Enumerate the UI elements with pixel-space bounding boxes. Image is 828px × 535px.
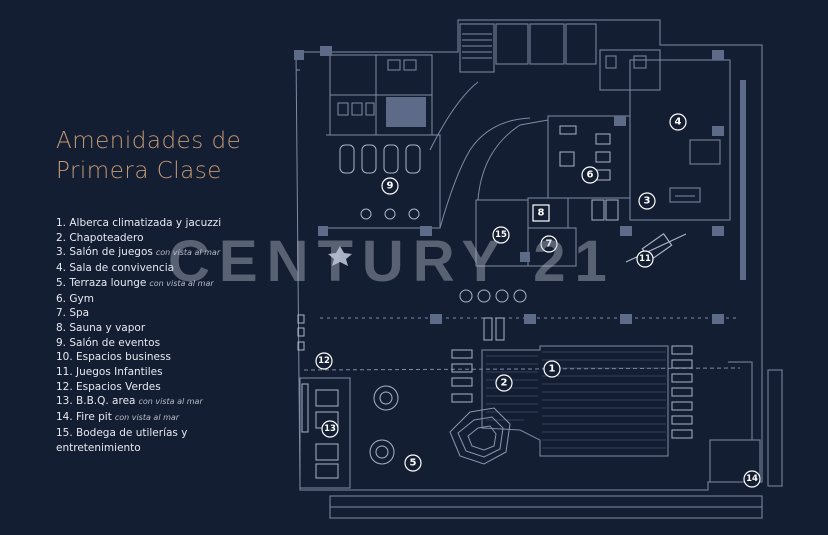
pool	[481, 345, 669, 457]
stair-block	[459, 23, 495, 73]
svg-text:4: 4	[675, 117, 682, 128]
marker-8: 8	[532, 204, 550, 222]
kids-play	[625, 232, 687, 263]
jacuzzi	[449, 407, 511, 465]
legend-item-text: 5. Terraza lounge	[56, 276, 147, 289]
bbq-area	[299, 377, 351, 489]
svg-text:5: 5	[410, 458, 417, 469]
legend-item-note: con vista al mar	[149, 278, 214, 288]
corridor-curve	[429, 81, 479, 151]
svg-text:6: 6	[587, 170, 594, 181]
amenity-markers: 1 2 3 4 5 6 7 8 9 11 12 13 14 15	[315, 113, 761, 488]
legend-item: 9. Salón de eventos	[56, 336, 221, 351]
legend-item-text: 7. Spa	[56, 307, 90, 320]
event-hall	[326, 134, 441, 229]
svg-text:9: 9	[387, 181, 394, 192]
svg-text:7: 7	[546, 239, 553, 250]
legend-item-text: 3. Salón de juegos	[56, 246, 153, 259]
pool-water	[486, 351, 666, 449]
marker-2: 2	[495, 374, 513, 392]
marker-1: 1	[543, 360, 561, 378]
legend-item: 1. Alberca climatizada y jacuzzi	[56, 216, 221, 231]
legend-item-text: 14. Fire pit	[56, 411, 112, 424]
legend-item: 4. Sala de convivencia	[56, 261, 221, 276]
marker-15: 15	[492, 226, 510, 244]
legend-item-text: 1. Alberca climatizada y jacuzzi	[56, 217, 222, 229]
title-line-1: Amenidades de	[56, 128, 242, 154]
lounge-tables	[369, 289, 527, 465]
event-tables	[339, 144, 421, 220]
svg-text:3: 3	[644, 196, 651, 207]
svg-text:13: 13	[324, 424, 336, 434]
marker-7: 7	[540, 235, 558, 253]
svg-text:2: 2	[501, 378, 508, 389]
watermark: CENTURY 21	[168, 229, 616, 294]
legend-item-text: 6. Gym	[56, 292, 94, 305]
marker-11: 11	[636, 250, 654, 268]
marker-6: 6	[581, 166, 599, 184]
svg-text:14: 14	[746, 474, 758, 484]
legend-item: 6. Gym	[56, 292, 221, 307]
legend-item-text: 9. Salón de eventos	[56, 336, 161, 349]
legend-item-text: 4. Sala de convivencia	[56, 262, 175, 275]
marker-9: 9	[381, 177, 399, 195]
amenities-legend: 1. Alberca climatizada y jacuzzi 2. Chap…	[56, 216, 221, 455]
svg-text:8: 8	[538, 208, 545, 219]
marker-13: 13	[321, 420, 339, 438]
title-line-2: Primera Clase	[56, 158, 222, 184]
legend-item-note: con vista al mar	[155, 248, 221, 258]
legend-item: 12. Espacios Verdes	[56, 380, 221, 395]
storage-room	[475, 199, 529, 267]
legend-item-text: 10. Espacios business	[56, 351, 171, 364]
marker-3: 3	[638, 192, 656, 210]
game-room	[629, 59, 731, 221]
legend-item-text: 2. Chapoteadero	[56, 231, 144, 244]
legend-item: 11. Juegos Infantiles	[56, 365, 221, 380]
terrace-line	[303, 367, 741, 371]
marker-5: 5	[404, 454, 422, 472]
legend-item-text: 12. Espacios Verdes	[56, 380, 161, 393]
marker-4: 4	[669, 113, 687, 131]
columns	[294, 46, 746, 324]
legend-item-continuation: entretenimiento	[56, 441, 141, 454]
svg-text:1: 1	[549, 364, 556, 375]
legend-item-text: 11. Juegos Infantiles	[56, 366, 163, 379]
svg-text:12: 12	[318, 356, 330, 366]
legend-item: 7. Spa	[56, 306, 221, 321]
legend-item: 15. Bodega de utilerías y entretenimiento	[56, 426, 221, 455]
svg-text:11: 11	[639, 254, 651, 264]
legend-item: 10. Espacios business	[56, 350, 221, 365]
legend-item-note: con vista al mar	[114, 413, 180, 423]
marker-12: 12	[315, 352, 333, 370]
svg-text:15: 15	[495, 230, 507, 240]
legend-item-text: 8. Sauna y vapor	[56, 321, 146, 334]
building-outline	[295, 19, 763, 491]
sun-loungers	[451, 317, 693, 439]
page-title: Amenidades de Primera Clase	[56, 126, 241, 186]
legend-item-text: 15. Bodega de utilerías y	[56, 426, 188, 439]
marker-14: 14	[743, 470, 761, 488]
legend-item: 2. Chapoteadero	[56, 231, 221, 246]
legend-item-text: 13. B.B.Q. area	[56, 395, 136, 408]
fire-pit-area	[728, 361, 753, 441]
legend-item: 8. Sauna y vapor	[56, 321, 221, 336]
legend-item-note: con vista al mar	[138, 397, 203, 407]
planters	[297, 246, 352, 351]
